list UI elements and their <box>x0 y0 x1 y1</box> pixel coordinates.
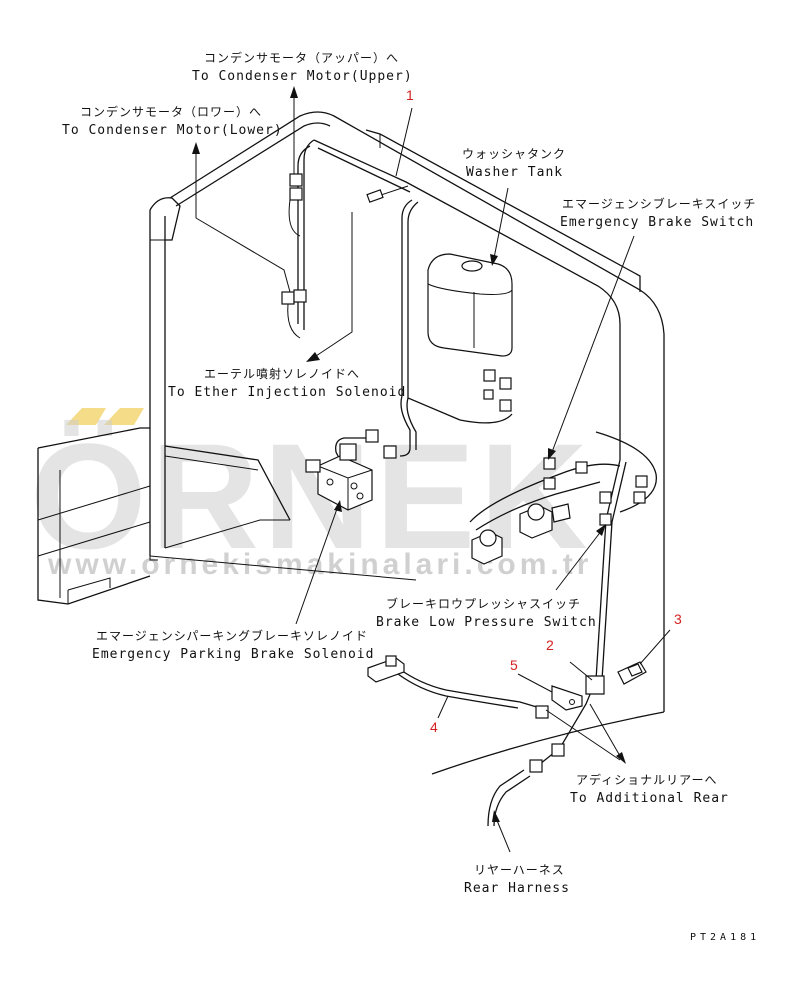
connector <box>529 759 543 773</box>
emergency-parking-brake-solenoid <box>305 429 397 511</box>
watermark-accent <box>66 408 106 425</box>
callout-1: 1 <box>406 87 414 103</box>
connector <box>543 457 556 470</box>
label-condenser-upper-jp: コンデンサモータ（アッパー）へ <box>204 50 399 65</box>
condenser-connectors <box>281 173 307 339</box>
connector <box>575 461 588 474</box>
connector <box>599 491 612 504</box>
brake-switches <box>471 457 648 565</box>
label-rear-harness-en: Rear Harness <box>464 881 570 896</box>
connector <box>499 377 512 390</box>
label-condenser-lower-jp: コンデンサモータ（ロワー）へ <box>80 104 262 119</box>
connector <box>289 187 303 201</box>
label-brake-low-pressure-en: Brake Low Pressure Switch <box>376 615 597 630</box>
washer-tank <box>427 253 513 412</box>
label-emergency-brake-switch-jp: エマージェンシブレーキスイッチ <box>562 196 756 211</box>
label-emergency-brake-switch-en: Emergency Brake Switch <box>560 215 754 230</box>
watermark-accent <box>104 408 144 425</box>
label-parking-brake-solenoid-jp: エマージェンシパーキングブレーキソレノイド <box>96 628 368 643</box>
leader-lines <box>192 86 671 853</box>
lower-parts <box>367 655 647 773</box>
connector <box>635 475 648 488</box>
connector <box>535 705 549 719</box>
ether-pipe-fitting <box>366 189 384 203</box>
cab-frame <box>37 111 665 775</box>
label-additional-rear-jp: アディショナルリアーへ <box>576 772 717 787</box>
label-additional-rear-en: To Additional Rear <box>570 791 729 806</box>
callout-4: 4 <box>430 719 438 735</box>
label-brake-low-pressure-jp: ブレーキロウプレッシャスイッチ <box>386 596 581 611</box>
connector <box>633 491 646 504</box>
watermark: ÖRNEK www.ornekismakinalari.com.tr <box>30 408 592 581</box>
connector <box>483 369 496 382</box>
connector <box>281 291 295 305</box>
label-condenser-upper-en: To Condenser Motor(Upper) <box>192 69 413 84</box>
callout-3: 3 <box>674 611 682 627</box>
label-washer-tank-jp: ウォッシャタンク <box>462 147 566 161</box>
label-rear-harness-jp: リヤーハーネス <box>474 863 565 877</box>
connector <box>483 389 494 400</box>
label-parking-brake-solenoid-en: Emergency Parking Brake Solenoid <box>92 647 374 662</box>
part-callouts: 1 2 3 4 5 <box>406 87 682 735</box>
label-washer-tank-en: Washer Tank <box>466 165 563 180</box>
connector <box>499 399 512 412</box>
label-ether-injection-jp: エーテル噴射ソレノイドへ <box>204 366 360 381</box>
labels: コンデンサモータ（アッパー）へ To Condenser Motor(Upper… <box>62 50 756 896</box>
connector <box>543 477 556 490</box>
harness-routes <box>297 139 657 827</box>
connector <box>551 743 565 757</box>
connector <box>365 429 379 443</box>
connector <box>289 173 303 187</box>
drawing-code: PT2A181 <box>690 932 760 943</box>
label-condenser-lower-en: To Condenser Motor(Lower) <box>62 123 283 138</box>
connector <box>293 289 307 303</box>
callout-2: 2 <box>546 637 554 653</box>
callout-5: 5 <box>510 657 518 673</box>
connector <box>383 445 397 459</box>
connector <box>599 513 612 526</box>
label-ether-injection-en: To Ether Injection Solenoid <box>168 385 406 400</box>
watermark-url: www.ornekismakinalari.com.tr <box>47 548 592 581</box>
